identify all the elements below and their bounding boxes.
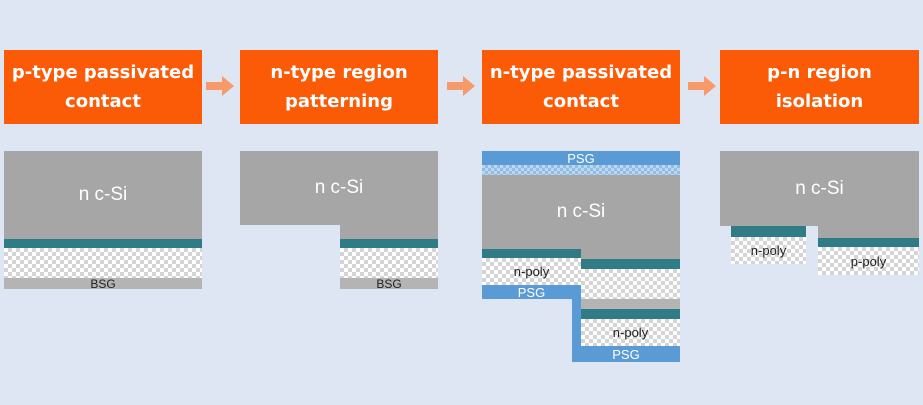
psg-top-layer: PSG [482,150,680,166]
n-poly-right-label: n-poly [612,325,649,340]
psg-top-label: PSG [567,150,595,166]
psg-bottom-label-band: PSG [572,346,680,362]
arrow-right-icon [447,76,475,96]
bsg-layer: BSG [340,276,438,291]
tunnel-oxide-layer [4,239,202,248]
arrow-right-icon [206,76,234,96]
arrow-right-icon [688,76,716,96]
p-poly-layer [581,269,680,299]
tunnel-oxide-layer [818,238,919,247]
tunnel-oxide-layer [340,239,438,248]
step-label: n-type passivated contact [489,62,673,112]
silicon-wafer-step [581,249,680,259]
n-poly-label: n-poly [750,243,787,258]
silicon-wafer: n c-Si [4,151,202,239]
psg-left-label: PSG [517,284,546,300]
n-poly-left-label: n-poly [513,264,550,279]
p-poly-label: p-poly [850,253,887,269]
step-p-type-passivated-contact: p-type passivated contact [4,50,202,124]
step-label: p-type passivated contact [11,62,195,112]
step-label: n-type region patterning [270,62,408,112]
bsg-layer [581,299,680,309]
step-n-type-passivated-contact: n-type passivated contact [482,50,680,124]
psg-side-wall [572,285,581,299]
bsg-label: BSG [90,276,116,291]
step-label: p-n region isolation [767,62,872,112]
psg-left-layer: PSG [482,284,581,300]
p-poly-layer: p-poly [818,247,919,275]
silicon-label: n c-Si [78,184,128,205]
bsg-label: BSG [376,276,402,291]
silicon-label: n c-Si [556,201,606,222]
silicon-wafer: n c-Si [240,151,438,225]
tunnel-oxide-layer [581,259,680,269]
silicon-wafer: n c-Si [482,175,680,249]
bsg-layer: BSG [4,276,202,291]
silicon-wafer: n c-Si [720,151,919,226]
step-n-type-region-patterning: n-type region patterning [240,50,438,124]
tunnel-oxide-layer [581,309,680,319]
n-poly-left-layer: n-poly [482,258,581,285]
poly-top-layer [482,165,680,175]
n-poly-layer: n-poly [731,237,806,264]
poly-si-layer [340,248,438,278]
n-poly-right-layer: n-poly [581,319,680,346]
poly-si-layer [4,248,202,278]
tunnel-oxide-layer [731,226,806,237]
silicon-label: n c-Si [314,177,364,198]
psg-bottom-label: PSG [612,346,640,362]
step-p-n-region-isolation: p-n region isolation [720,50,919,124]
silicon-wafer-step [340,225,438,239]
tunnel-oxide-layer [482,249,581,258]
silicon-label: n c-Si [795,177,844,199]
silicon-wafer-step [818,226,919,238]
